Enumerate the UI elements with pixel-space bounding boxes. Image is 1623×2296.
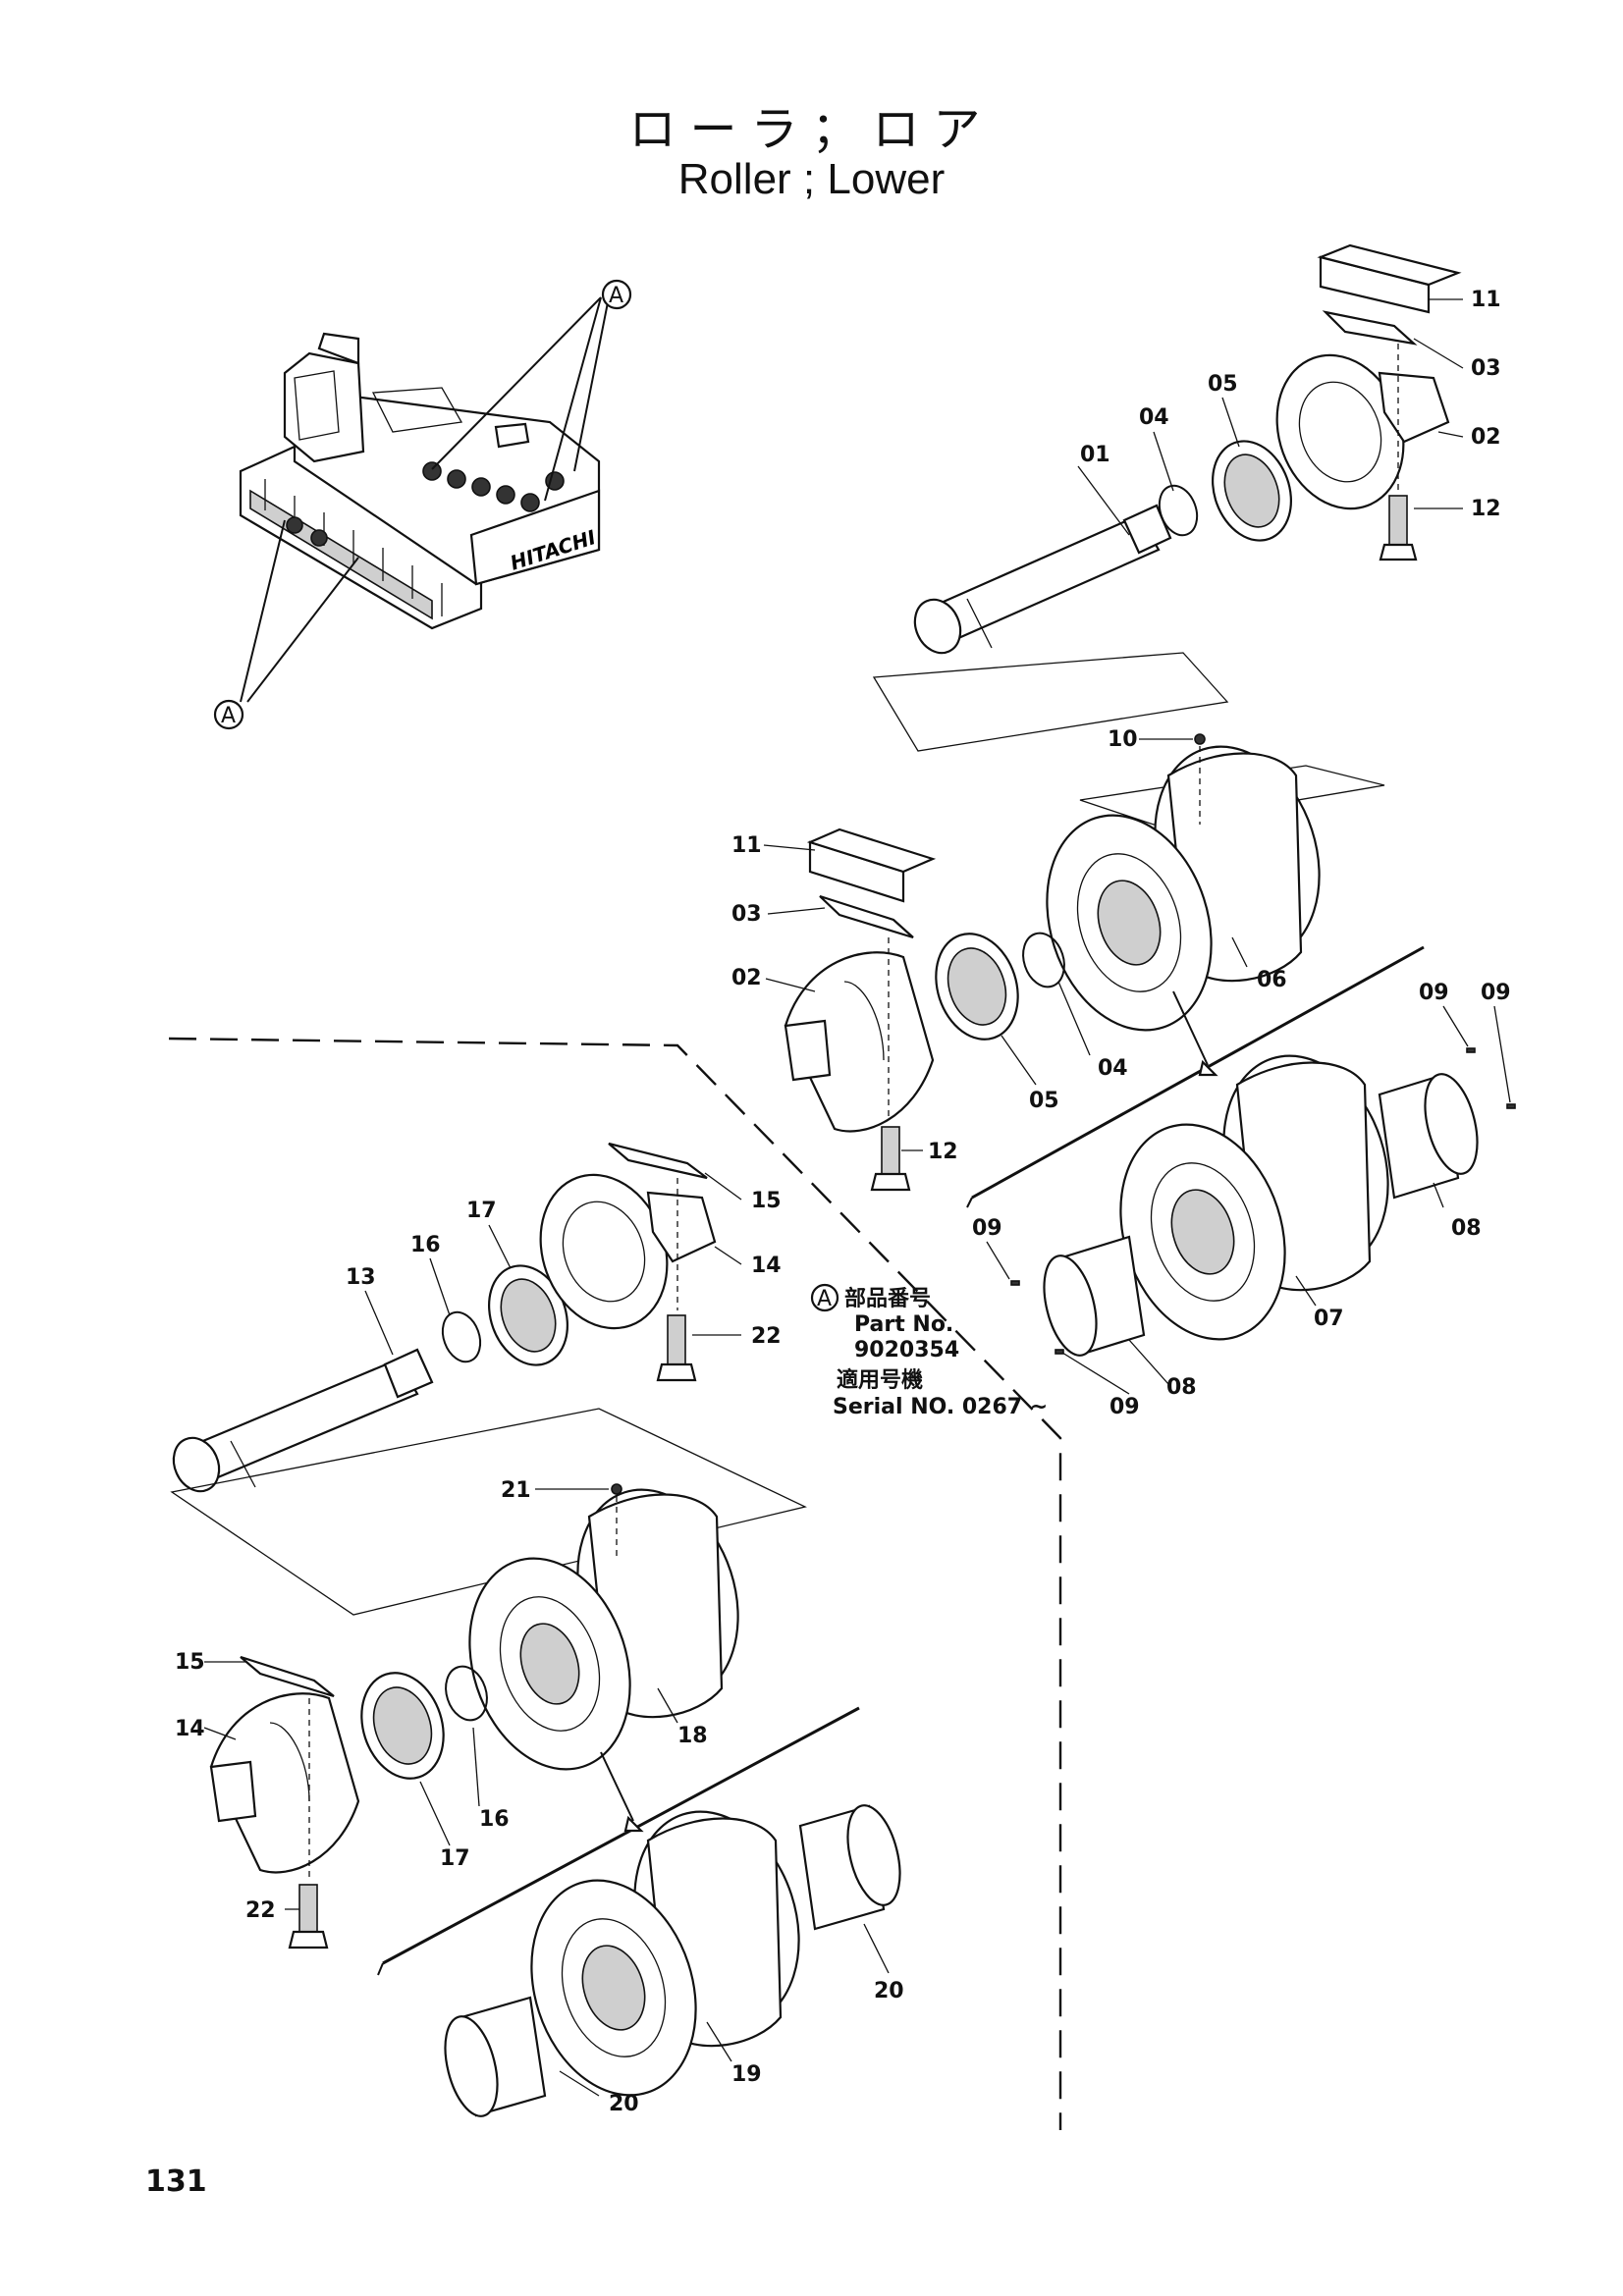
bottom-roller-assembly: 21 15 14 18 16 17 22: [175, 1478, 739, 1949]
page-title-japanese: ローラ；ロア: [628, 102, 995, 157]
part-label-22: 22: [245, 1898, 276, 1923]
part-label-14: 14: [751, 1254, 782, 1278]
note-callout-symbol: A: [817, 1287, 832, 1311]
part-label-08-a: 08: [1451, 1216, 1482, 1241]
part-label-05: 05: [1029, 1089, 1059, 1113]
note-serial-label-jp: 適用号機: [837, 1367, 923, 1393]
part-label-11: 11: [1471, 288, 1501, 312]
alternate-roller-07: 09 09 09 09 08 08 07: [966, 945, 1516, 1419]
part-label-12: 12: [1471, 497, 1501, 521]
part-label-02: 02: [731, 966, 762, 990]
part-label-16: 16: [479, 1807, 510, 1832]
serial-note: A 部品番号 Part No. 9020354 適用号機 Serial NO. …: [810, 1283, 1048, 1419]
part-label-20-b: 20: [609, 2092, 639, 2116]
callout-a-bottom: [213, 699, 244, 730]
alternate-roller-19: 20 20 19: [377, 1706, 904, 2117]
part-label-18: 18: [677, 1724, 708, 1748]
part-label-04: 04: [1098, 1056, 1128, 1081]
part-label-09-d: 09: [1109, 1395, 1140, 1419]
part-label-09-b: 09: [1481, 981, 1511, 1005]
note-part-label-jp: 部品番号: [844, 1286, 931, 1311]
part-label-12: 12: [928, 1140, 958, 1164]
part-label-02: 02: [1471, 425, 1501, 450]
lower-left-assembly: 15 14 22 13 16 17: [170, 1142, 807, 1616]
part-label-14: 14: [175, 1717, 205, 1741]
page-number: 131: [145, 2164, 207, 2199]
upper-roller-assembly: 01 04 05 11 03 02 12: [872, 243, 1501, 752]
part-label-19: 19: [731, 2062, 762, 2087]
note-part-label: Part No.: [854, 1312, 953, 1337]
serial-divider-line: [168, 1037, 1062, 2130]
part-label-03: 03: [731, 902, 762, 927]
excavator-illustration: HITACHI A A: [213, 279, 632, 730]
part-label-07: 07: [1314, 1307, 1344, 1331]
part-label-17: 17: [440, 1846, 470, 1871]
part-label-15: 15: [175, 1650, 205, 1675]
callout-a-top-label: A: [609, 284, 623, 308]
part-label-03: 03: [1471, 356, 1501, 381]
page-title-english: Roller ; Lower: [677, 155, 946, 203]
callout-a-top: [601, 279, 632, 310]
note-part-number: 9020354: [854, 1338, 959, 1362]
middle-roller-assembly: 10 11 03 02 06 04 05 12: [731, 727, 1385, 1192]
part-label-20-a: 20: [874, 1979, 904, 2003]
part-label-16: 16: [410, 1233, 441, 1257]
part-label-21: 21: [501, 1478, 531, 1503]
part-label-11: 11: [731, 833, 762, 858]
part-label-10: 10: [1108, 727, 1138, 752]
callout-a-bottom-label: A: [221, 704, 236, 728]
part-label-01: 01: [1080, 443, 1110, 467]
part-label-08-b: 08: [1166, 1375, 1197, 1400]
part-label-06: 06: [1257, 968, 1287, 992]
part-label-04: 04: [1139, 405, 1169, 430]
part-label-22: 22: [751, 1324, 782, 1349]
part-label-17: 17: [466, 1199, 497, 1223]
part-label-05: 05: [1208, 372, 1238, 397]
note-serial: Serial NO. 0267 ~: [833, 1395, 1048, 1419]
part-label-15: 15: [751, 1189, 782, 1213]
part-label-09-c: 09: [972, 1216, 1002, 1241]
part-label-13: 13: [346, 1265, 376, 1290]
part-label-09-a: 09: [1419, 981, 1449, 1005]
